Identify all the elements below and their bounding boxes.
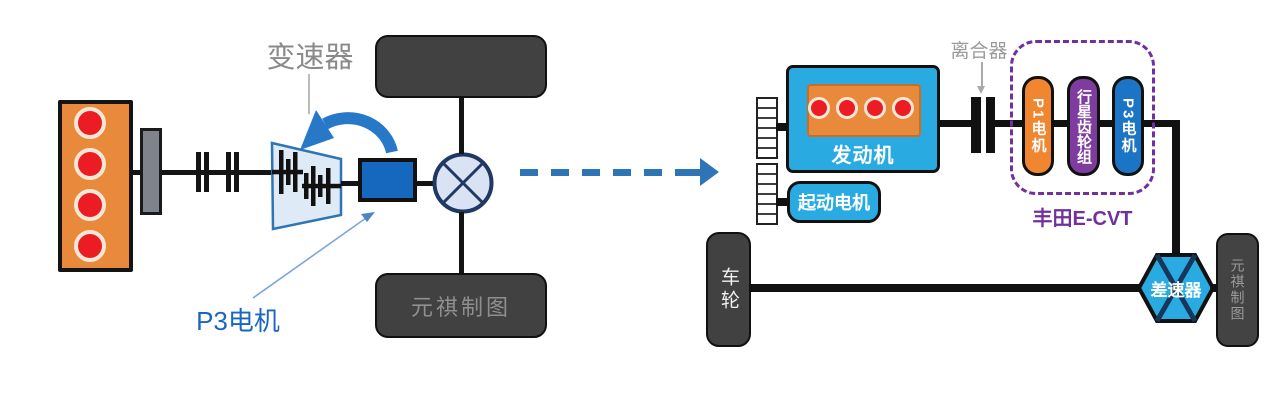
wheel-bottom: 元祺制图 (375, 273, 547, 338)
differential-label: 差速器 (1150, 280, 1202, 300)
cylinder-icon (74, 148, 106, 180)
rack-starter-stub (776, 198, 788, 206)
cylinder-icon (74, 107, 106, 139)
p1-motor-label: P1电机 (1029, 97, 1047, 155)
ecvt-boundary (1010, 40, 1155, 195)
cylinder-icon (808, 97, 830, 119)
gear-rack-bottom (756, 163, 778, 225)
front-shaft (133, 170, 273, 175)
clutch-plate (204, 152, 209, 192)
clutch-leader-line (981, 62, 983, 86)
wheel-top (375, 35, 547, 98)
rotation-arrow-icon (300, 110, 398, 154)
clutch-plate (971, 97, 981, 153)
wheel-left: 车轮 (706, 232, 751, 347)
engine-output-shaft (940, 120, 973, 127)
dashed-arrow-head (700, 158, 719, 186)
transmission-symbol (270, 141, 343, 231)
ecvt-label: 丰田E-CVT (1032, 207, 1133, 230)
axle-upper (459, 96, 464, 154)
starter-motor-box: 起动电机 (787, 181, 881, 223)
axle-lower (459, 212, 464, 275)
watermark-text: 元祺制图 (410, 294, 511, 320)
wheel-label: 车轮 (718, 266, 739, 313)
differential-hex-symbol (1136, 253, 1216, 323)
p3-motor-label: P3电机 (196, 305, 280, 336)
engine-label: 发动机 (831, 144, 895, 167)
cylinder-icon (74, 230, 106, 262)
transmission-leader-line (308, 74, 310, 114)
p3-motor-pill: P3电机 (1112, 76, 1144, 176)
wheel-right: 元祺制图 (1216, 233, 1259, 347)
cylinder-icon (836, 97, 858, 119)
diff-wheel-stub (1210, 284, 1220, 292)
clutch-plate (234, 152, 239, 192)
flywheel (140, 128, 162, 215)
dashed-arrow-shaft (681, 169, 702, 176)
cylinder-icon (864, 97, 886, 119)
transmission-label: 变速器 (266, 42, 354, 74)
ecvt-down-shaft (1172, 123, 1180, 258)
watermark-text: 元祺制图 (1229, 258, 1246, 322)
p1-motor-pill: P1电机 (1022, 76, 1054, 176)
planetary-gearset-pill: 行星齿轮组 (1067, 76, 1100, 176)
clutch-plate (226, 152, 231, 192)
cylinder-icon (74, 189, 106, 221)
clutch-plate (985, 97, 995, 153)
planetary-gearset-label: 行星齿轮组 (1075, 88, 1092, 164)
differential-symbol (432, 152, 494, 214)
clutch-leader-arrowhead (977, 86, 985, 94)
clutch-plate (196, 152, 201, 192)
p3-motor-label: P3电机 (1119, 97, 1137, 155)
p3-leader-arrow (252, 212, 375, 299)
gear-rack-top (756, 97, 778, 159)
p3-motor-box (358, 158, 417, 202)
drive-axle (751, 284, 1141, 292)
rack-engine-stub (776, 123, 788, 131)
dashed-arrow-line (520, 169, 694, 176)
starter-motor-label: 起动电机 (798, 193, 870, 213)
clutch-label: 离合器 (950, 40, 1008, 62)
cylinder-icon (892, 97, 914, 119)
